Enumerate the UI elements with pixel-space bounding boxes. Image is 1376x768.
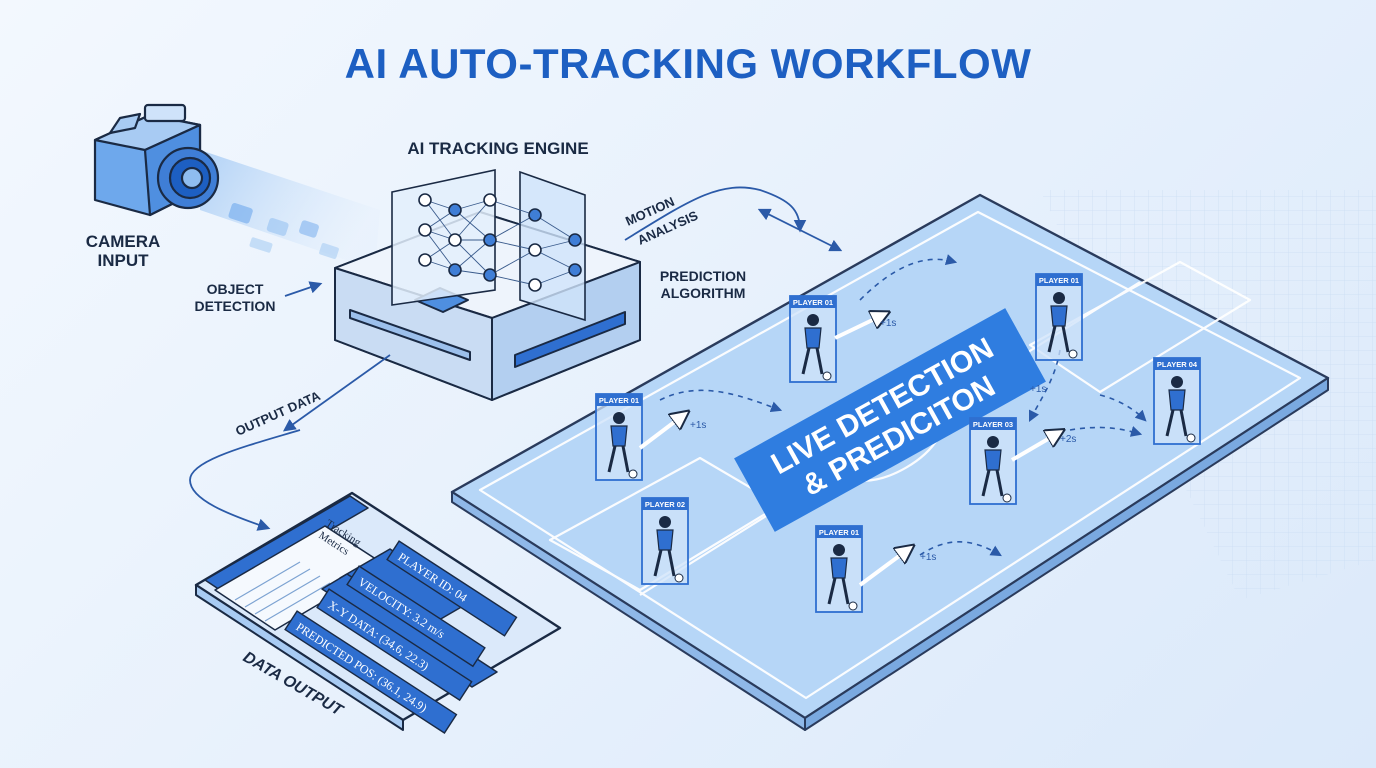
- motion-vector-arrow: [858, 548, 910, 587]
- player-bounding-box: [595, 393, 643, 481]
- output-arrow-top: [282, 354, 391, 432]
- player-card: PLAYER 01 +1s: [815, 525, 1002, 613]
- player-figure-icon: [801, 314, 832, 381]
- motion-vector-arrow: [834, 314, 885, 340]
- predicted-path-arrow: [1069, 426, 1143, 437]
- camera-input-label: CAMERA INPUT: [78, 232, 168, 270]
- predicted-path-arrow: [1028, 349, 1061, 423]
- player-label-bar: [596, 394, 642, 406]
- flow-arrows: [189, 186, 843, 531]
- player-figure-icon: [827, 544, 858, 611]
- player-label-bar: [1154, 358, 1200, 370]
- metric-row-bg: [386, 540, 518, 637]
- camera-beam: [200, 150, 380, 270]
- predicted-path-arrow: [1099, 394, 1147, 422]
- prediction-algorithm-label: PREDICTION ALGORITHM: [648, 268, 758, 302]
- metric-row-bg: [316, 588, 473, 702]
- time-offset-label: +2s: [1060, 434, 1076, 445]
- player-label-bar: [816, 526, 862, 538]
- metric-row-bg: [346, 565, 486, 668]
- motion-vector-arrow: [638, 414, 685, 450]
- player-label: PLAYER 01: [599, 396, 639, 405]
- player-card: PLAYER 01 +1s: [789, 254, 958, 383]
- predicted-path-arrow: [659, 389, 783, 413]
- time-offset-label: +1s: [690, 420, 706, 431]
- neural-network-icon: [391, 169, 586, 322]
- output-curve-arrow: [189, 429, 301, 531]
- player-card: PLAYER 01 +1s: [1028, 273, 1083, 423]
- player-figure-icon: [607, 412, 638, 479]
- player-card: PLAYER 04: [1099, 357, 1201, 445]
- player-label: PLAYER 01: [819, 528, 859, 537]
- object-detection-line2: DETECTION: [194, 298, 276, 314]
- time-offset-label: +1s: [880, 318, 896, 329]
- player-label-bar: [790, 296, 836, 308]
- camera-input-line1: CAMERA: [85, 232, 161, 251]
- player-label: PLAYER 02: [645, 500, 685, 509]
- player-label: PLAYER 01: [1039, 276, 1079, 285]
- object-detection-line1: OBJECT: [206, 281, 264, 297]
- player-label: PLAYER 01: [793, 298, 833, 307]
- camera-input-line2: INPUT: [97, 251, 149, 270]
- field-sync-arrow: [757, 208, 843, 252]
- player-figure-icon: [981, 436, 1012, 503]
- time-offset-label: +1s: [920, 552, 936, 563]
- player-label: PLAYER 04: [1157, 360, 1198, 369]
- time-offset-label: +1s: [1030, 384, 1046, 395]
- player-figure-icon: [1047, 292, 1078, 359]
- player-label: PLAYER 03: [973, 420, 1013, 429]
- player-card: PLAYER 02: [641, 497, 689, 585]
- player-label-bar: [642, 498, 688, 510]
- predicted-path-arrow: [859, 254, 958, 301]
- prediction-algorithm-line1: PREDICTION: [659, 268, 747, 284]
- metric-row-bg: [284, 610, 458, 734]
- player-card: PLAYER 01 +1s: [595, 389, 783, 481]
- prediction-algorithm-line2: ALGORITHM: [660, 285, 746, 301]
- motion-vector-arrow: [1010, 432, 1060, 462]
- page-title: AI AUTO-TRACKING WORKFLOW: [344, 40, 1032, 87]
- player-figure-icon: [653, 516, 684, 583]
- ai-engine-label: AI TRACKING ENGINE: [407, 139, 589, 158]
- player-label-bar: [1036, 274, 1082, 286]
- player-label-bar: [970, 418, 1016, 430]
- object-detection-arrow: [284, 281, 323, 297]
- player-figure-icon: [1165, 376, 1196, 443]
- player-card: PLAYER 03 +2s: [969, 417, 1143, 505]
- predicted-path-arrow: [919, 541, 1002, 557]
- camera-icon: [93, 103, 220, 217]
- object-detection-label: OBJECT DETECTION: [180, 281, 290, 315]
